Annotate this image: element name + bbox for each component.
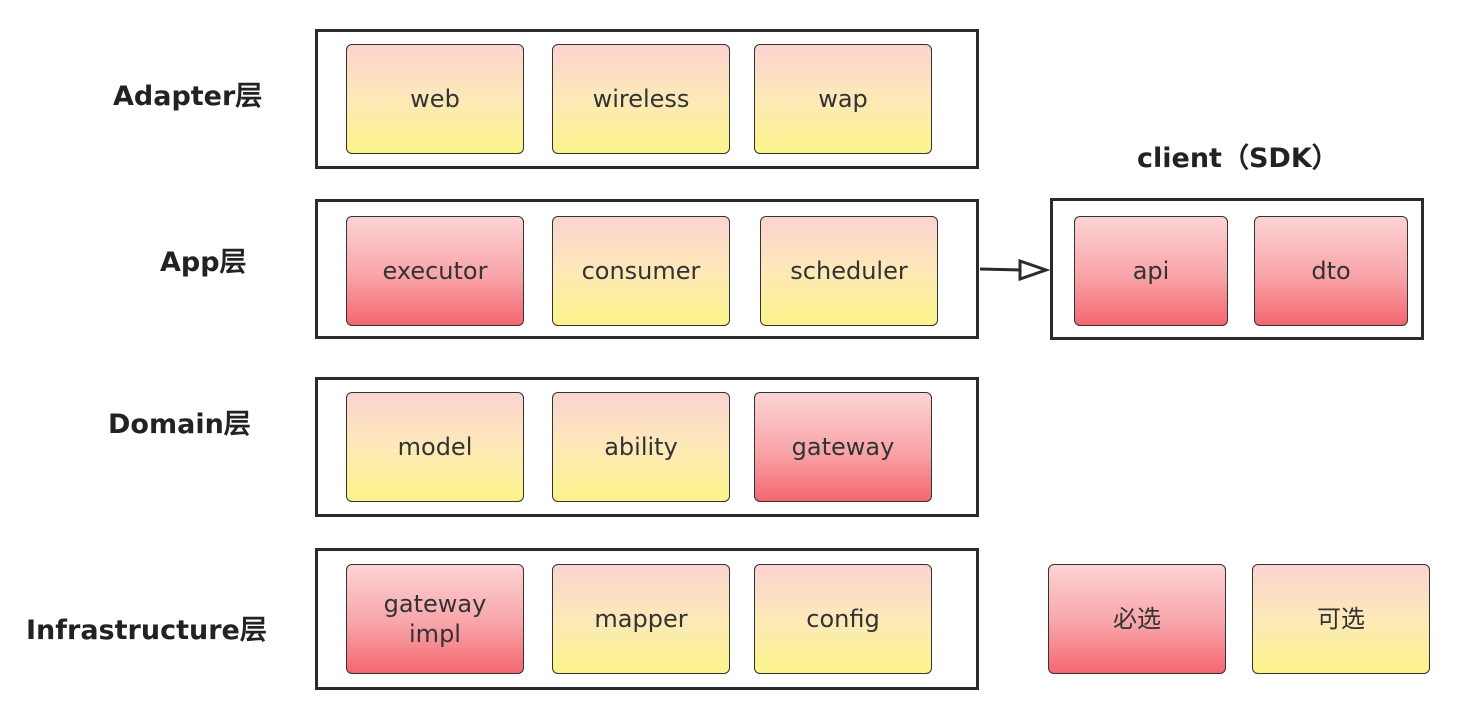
module-wap: wap bbox=[754, 44, 932, 154]
module-scheduler: scheduler bbox=[760, 216, 938, 326]
layer-label-domain: Domain层 bbox=[108, 409, 251, 440]
module-gateway: gateway bbox=[754, 392, 932, 502]
client-sdk-title: client（SDK） bbox=[1137, 143, 1339, 174]
module-web: web bbox=[346, 44, 524, 154]
module-config: config bbox=[754, 564, 932, 674]
module-gateway-impl: gateway impl bbox=[346, 564, 524, 674]
legend-optional: 可选 bbox=[1252, 564, 1430, 674]
module-mapper: mapper bbox=[552, 564, 730, 674]
legend-required: 必选 bbox=[1048, 564, 1226, 674]
module-api: api bbox=[1074, 216, 1228, 326]
layer-label-infrastructure: Infrastructure层 bbox=[26, 615, 267, 646]
module-dto: dto bbox=[1254, 216, 1408, 326]
layer-label-app: App层 bbox=[160, 247, 247, 278]
module-ability: ability bbox=[552, 392, 730, 502]
layer-label-adapter: Adapter层 bbox=[113, 81, 263, 112]
module-executor: executor bbox=[346, 216, 524, 326]
module-model: model bbox=[346, 392, 524, 502]
module-consumer: consumer bbox=[552, 216, 730, 326]
module-wireless: wireless bbox=[552, 44, 730, 154]
